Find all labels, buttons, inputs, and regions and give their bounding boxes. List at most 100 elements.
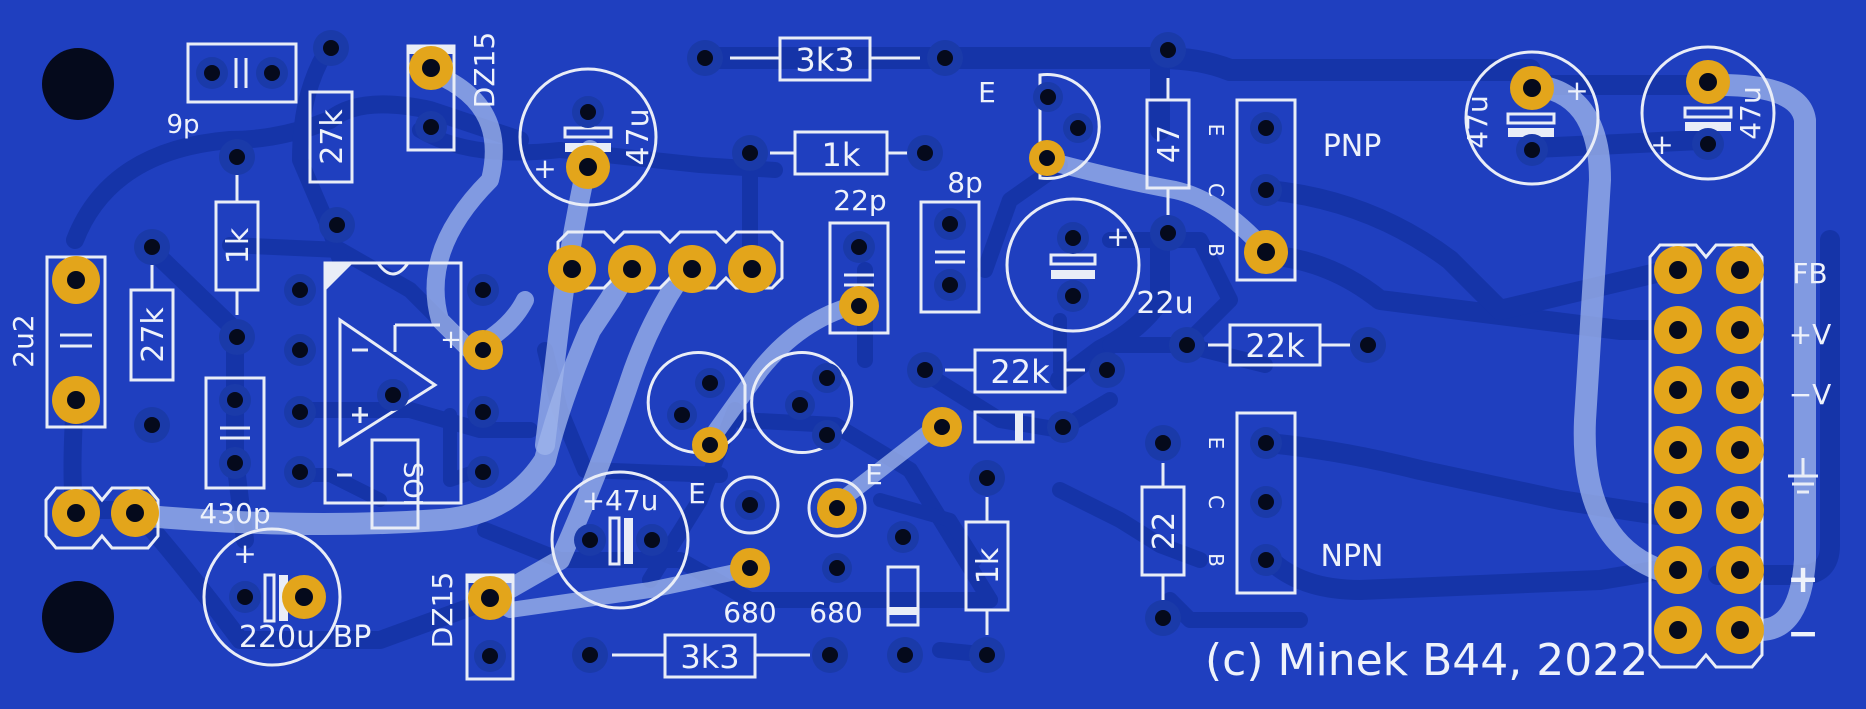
connector-vplus-label: +V [1789, 318, 1832, 351]
connector-pad-hole [1731, 321, 1749, 339]
resistor-27k-a-label: 27k [315, 109, 350, 165]
connector-pad-hole [1731, 621, 1749, 639]
connector-vminus-label: −V [1789, 378, 1832, 411]
capacitor-47u-right-1: + 47u [1461, 50, 1600, 186]
capacitor-47u-top-label: 47u [621, 108, 656, 165]
connector-pad-hole [1669, 261, 1687, 279]
opamp-part-label: SOI [397, 462, 427, 507]
resistor-27k-a: 27k [308, 30, 355, 243]
npn-pin-b: B [1204, 553, 1228, 567]
npn-pin-c: C [1204, 495, 1228, 509]
connector-pad-hole [1731, 561, 1749, 579]
header-input [44, 486, 160, 550]
capacitor-430p-label: 430p [199, 497, 270, 530]
plus-sign: + [1650, 128, 1673, 161]
resistor-1k-bottom-label: 1k [971, 547, 1006, 584]
capacitor-9p: 9p [166, 42, 298, 140]
diode-small-2 [886, 521, 920, 627]
resistor-3k3-bottom-label: 3k3 [680, 638, 739, 676]
connector-pad-hole [1731, 501, 1749, 519]
capacitor-8p: 8p [919, 166, 983, 314]
transistor-left: E [646, 351, 747, 510]
resistor-22k-mid-label: 22k [990, 353, 1050, 391]
npn-footprint: E C B NPN [1204, 411, 1384, 595]
plus-sign: + [233, 537, 256, 570]
capacitor-8p-label: 8p [947, 166, 983, 199]
npn-label: NPN [1321, 539, 1384, 574]
resistor-47: 47 [1145, 32, 1191, 251]
capacitor-220u-label: 220u [239, 620, 315, 655]
connector-pad-hole [1731, 441, 1749, 459]
capacitor-2u2-label: 2u2 [7, 314, 40, 367]
ground-icon [1788, 458, 1818, 494]
power-connector: FB +V −V + − [1648, 243, 1832, 669]
connector-pad-hole [1669, 621, 1687, 639]
resistor-1k-top: 1k [732, 130, 943, 176]
capacitor-47u-right-2: + 47u [1640, 45, 1776, 181]
resistor-1k-top-label: 1k [822, 136, 861, 174]
resistor-27k-b-label: 27k [136, 307, 171, 363]
mounting-hole-bottom [42, 581, 114, 653]
resistor-22: 22 [1140, 425, 1186, 636]
transistor-top-e-label: E [978, 76, 996, 109]
connector-pad-hole [1669, 501, 1687, 519]
capacitor-47u-mid-label: +47u [582, 484, 659, 517]
capacitor-2u2: 2u2 [7, 255, 107, 429]
capacitor-47u-top: + 47u [518, 67, 658, 207]
mounting-hole-top [42, 48, 114, 120]
connector-pad-hole [1669, 561, 1687, 579]
zener-dz15-bottom-label: DZ15 [426, 572, 459, 648]
capacitor-47u-r2-label: 47u [1734, 86, 1767, 139]
pnp-pin-e: E [1204, 124, 1228, 137]
plus-sign: + [533, 152, 556, 185]
connector-plus-label: + [1787, 557, 1819, 601]
capacitor-47u-mid: +47u [550, 470, 690, 610]
transistor-mid: E [750, 351, 883, 491]
resistor-22-label: 22 [1147, 512, 1182, 550]
resistor-680-a: 680 [720, 475, 780, 629]
resistor-27k-b: 27k [129, 229, 175, 443]
resistor-22k-right-label: 22k [1245, 327, 1305, 365]
npn-pin-e: E [1204, 437, 1228, 450]
pnp-pin-b: B [1204, 243, 1228, 257]
transistor-top: E [978, 73, 1101, 180]
connector-pad-hole [1669, 321, 1687, 339]
zener-dz15-top: DZ15 [406, 32, 501, 152]
plus-sign: + [440, 325, 462, 355]
resistor-1k-left-label: 1k [221, 227, 256, 264]
header-4pin [548, 230, 784, 293]
resistor-1k-bottom: 1k [964, 460, 1010, 673]
diode-small [922, 407, 1079, 447]
capacitor-22u: + 22u [1005, 197, 1194, 333]
plus-sign: + [1565, 74, 1588, 107]
resistor-680-b: 680 [807, 478, 867, 629]
capacitor-220u: + 220u BP [202, 527, 372, 667]
resistor-1k-left: 1k [214, 139, 260, 355]
pnp-pin-c: C [1204, 183, 1228, 197]
zener-dz15-bottom: DZ15 [426, 572, 515, 681]
capacitor-22p-label: 22p [833, 184, 886, 217]
transistor-mid-e-label: E [865, 458, 883, 491]
pnp-label: PNP [1323, 129, 1382, 164]
resistor-3k3-top: 3k3 [687, 36, 963, 82]
connector-fb-label: FB [1792, 257, 1827, 290]
resistor-680-a-label: 680 [723, 596, 776, 629]
connector-pad-hole [1731, 381, 1749, 399]
connector-pad-hole [1731, 261, 1749, 279]
opamp-ic: + SOI [284, 261, 503, 530]
transistor-left-e-label: E [688, 477, 706, 510]
capacitor-bp-label: BP [333, 620, 372, 655]
copyright-text: (c) Minek B44, 2022 [1205, 635, 1648, 686]
connector-pad-hole [1669, 441, 1687, 459]
capacitor-47u-r1-label: 47u [1461, 95, 1494, 148]
resistor-22k-mid: 22k [907, 348, 1125, 394]
resistor-22k-right: 22k [1169, 323, 1386, 367]
resistor-3k3-bottom: 3k3 [572, 633, 923, 679]
capacitor-9p-label: 9p [166, 110, 199, 140]
capacitor-22p: 22p [828, 184, 890, 335]
plus-sign: + [1106, 220, 1129, 253]
resistor-47-label: 47 [1152, 125, 1187, 163]
connector-pad-hole [1669, 381, 1687, 399]
pnp-footprint: E C B PNP [1204, 98, 1382, 282]
